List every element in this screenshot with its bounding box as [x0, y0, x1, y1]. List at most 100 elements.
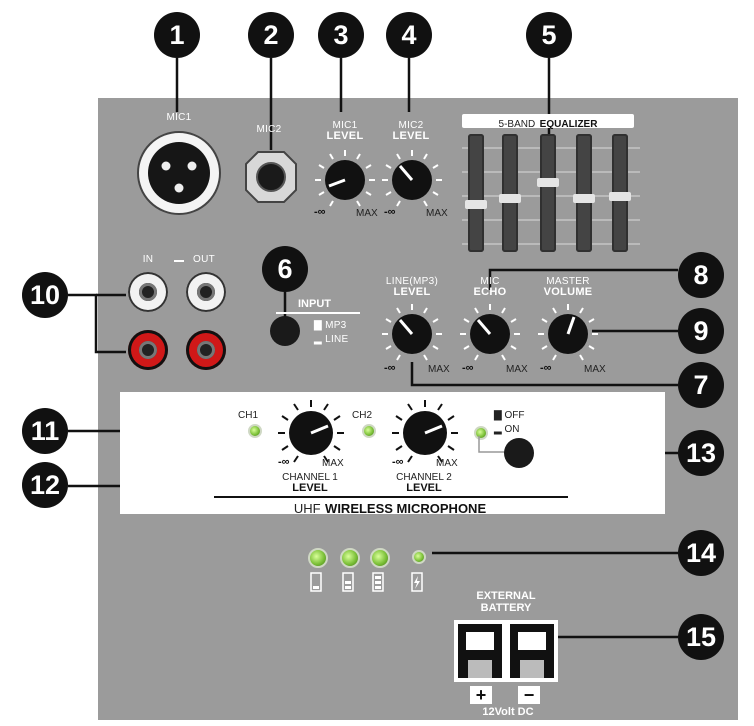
- line-level-min: -∞: [384, 362, 396, 374]
- external-battery-line2: BATTERY: [480, 602, 532, 614]
- equalizer-scale: [462, 147, 640, 245]
- minus-terminal-icon: −: [518, 686, 540, 704]
- line-level-line2: LEVEL: [393, 286, 431, 298]
- power-off-option: ▇ OFF: [494, 410, 525, 421]
- rca-in-label: IN: [142, 254, 154, 265]
- input-title: INPUT: [298, 298, 331, 310]
- callout-2: 2: [248, 12, 294, 58]
- rca-out-red-jack[interactable]: [186, 330, 226, 370]
- channel1-min: -∞: [278, 456, 290, 468]
- mic2-level-label: MIC2 LEVEL: [386, 120, 436, 142]
- eq-slider-3-knob[interactable]: [537, 178, 559, 187]
- channel1-level-knob[interactable]: [276, 398, 346, 468]
- callout-14: 14: [678, 530, 724, 576]
- eq-slider-4[interactable]: [573, 134, 595, 252]
- callout-5: 5: [526, 12, 572, 58]
- input-underline: [276, 312, 360, 314]
- channel1-max: MAX: [322, 458, 344, 469]
- channel2-line1: CHANNEL 2: [396, 472, 452, 483]
- mic2-max: MAX: [426, 208, 448, 219]
- callout-3: 3: [318, 12, 364, 58]
- master-volume-min: -∞: [540, 362, 552, 374]
- master-volume-label: MASTER VOLUME: [536, 276, 600, 298]
- callout-6: 6: [262, 246, 308, 292]
- channel2-max: MAX: [436, 458, 458, 469]
- equalizer-title-prefix: 5-BAND: [498, 119, 536, 130]
- channel1-line2: LEVEL: [292, 482, 328, 494]
- rca-in-white-jack[interactable]: [128, 272, 168, 312]
- master-volume-knob[interactable]: [536, 302, 600, 366]
- callout-15: 15: [678, 614, 724, 660]
- wireless-title-rule: [214, 496, 568, 498]
- eq-slider-5-knob[interactable]: [609, 192, 631, 201]
- mic1-level-line1: MIC1: [332, 120, 358, 131]
- mic1-min: -∞: [314, 206, 326, 218]
- power-led: [474, 426, 488, 440]
- mic2-level-line2: LEVEL: [392, 130, 430, 142]
- mic-echo-max: MAX: [506, 364, 528, 375]
- wireless-power-button[interactable]: [504, 438, 534, 468]
- rca-divider: [174, 260, 184, 262]
- plus-terminal-icon: +: [470, 686, 492, 704]
- power-bracket: [478, 436, 506, 453]
- master-volume-max: MAX: [584, 364, 606, 375]
- external-battery-terminals[interactable]: [452, 618, 560, 684]
- line-level-label: LINE(MP3) LEVEL: [380, 276, 444, 298]
- rca-out-label: OUT: [192, 254, 215, 265]
- mic1-level-label: MIC1 LEVEL: [320, 120, 370, 142]
- mic2-label: MIC2: [256, 124, 282, 135]
- mic2-level-line1: MIC2: [398, 120, 424, 131]
- battery-led-2: [340, 548, 360, 568]
- eq-slider-3[interactable]: [537, 134, 559, 252]
- ch1-led: [248, 424, 262, 438]
- eq-slider-4-knob[interactable]: [573, 194, 595, 203]
- volt-label: 12Volt DC: [482, 706, 534, 718]
- callout-4: 4: [386, 12, 432, 58]
- mic-echo-line2: ECHO: [473, 286, 507, 298]
- battery-led-1: [308, 548, 328, 568]
- mic2-jack[interactable]: [244, 150, 298, 204]
- callout-7: 7: [678, 362, 724, 408]
- line-level-knob[interactable]: [380, 302, 444, 366]
- wireless-title: UHF WIRELESS MICROPHONE: [240, 500, 540, 518]
- callout-12: 12: [22, 462, 68, 508]
- mic-echo-min: -∞: [462, 362, 474, 374]
- mic1-level-line2: LEVEL: [326, 130, 364, 142]
- battery-led-3: [370, 548, 390, 568]
- power-on-label: ON: [504, 424, 520, 435]
- eq-slider-1-knob[interactable]: [465, 200, 487, 209]
- ch2-led: [362, 424, 376, 438]
- mic2-level-knob[interactable]: [380, 148, 444, 212]
- wireless-title-prefix: UHF: [293, 501, 321, 516]
- callout-1: 1: [154, 12, 200, 58]
- rca-in-red-jack[interactable]: [128, 330, 168, 370]
- battery-level-icons: [310, 572, 423, 592]
- eq-slider-2[interactable]: [499, 134, 521, 252]
- mic-echo-line1: MIC: [480, 276, 500, 287]
- eq-slider-1[interactable]: [465, 134, 487, 252]
- channel1-line1: CHANNEL 1: [282, 472, 338, 483]
- eq-slider-2-knob[interactable]: [499, 194, 521, 203]
- wireless-title-bold: WIRELESS MICROPHONE: [325, 501, 487, 516]
- eq-slider-5[interactable]: [609, 134, 631, 252]
- mic-echo-knob[interactable]: [458, 302, 522, 366]
- mic1-xlr-jack[interactable]: [136, 130, 222, 216]
- input-mp3-label: MP3: [325, 320, 347, 331]
- mic1-level-knob[interactable]: [313, 148, 377, 212]
- input-select-button[interactable]: [270, 316, 300, 346]
- input-line-label: LINE: [325, 334, 349, 345]
- battery-led-charge: [412, 550, 426, 564]
- channel2-level-knob[interactable]: [390, 398, 460, 468]
- line-level-line1: LINE(MP3): [385, 276, 439, 287]
- input-line-option: ▂ LINE: [314, 334, 349, 345]
- external-battery-label: EXTERNAL BATTERY: [458, 590, 554, 614]
- rca-out-white-jack[interactable]: [186, 272, 226, 312]
- callout-13: 13: [678, 430, 724, 476]
- power-on-option: ▂ ON: [494, 424, 520, 435]
- line-level-max: MAX: [428, 364, 450, 375]
- master-volume-line1: MASTER: [546, 276, 590, 287]
- channel2-level-label: CHANNEL 2 LEVEL: [384, 472, 464, 494]
- mic2-min: -∞: [384, 206, 396, 218]
- channel2-line2: LEVEL: [406, 482, 442, 494]
- equalizer-title-bold: EQUALIZER: [539, 119, 598, 130]
